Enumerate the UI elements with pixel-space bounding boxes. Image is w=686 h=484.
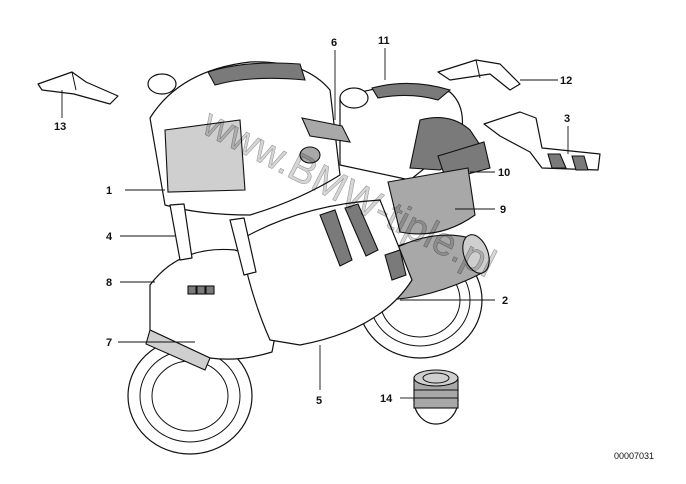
fairing-brackets (169, 203, 257, 276)
diagram-reference-code: 00007031 (614, 451, 654, 461)
handlebar-trim (301, 117, 351, 143)
fuel-tank-seat (339, 82, 481, 181)
callout-7: 7 (106, 337, 112, 349)
callout-4: 4 (106, 231, 113, 243)
callout-8: 8 (106, 277, 112, 289)
lower-fairing (239, 199, 413, 346)
part-12-cover (437, 59, 521, 91)
callout-2: 2 (502, 295, 508, 307)
callout-5: 5 (316, 395, 322, 407)
front-fairing (149, 61, 341, 216)
callout-13: 13 (54, 121, 66, 133)
callout-labels: 1 2 3 4 5 6 7 8 9 10 11 12 13 14 (54, 35, 572, 407)
part-13-cover (37, 71, 119, 105)
callout-9: 9 (500, 204, 506, 216)
part-3-trim (483, 111, 601, 171)
callout-10: 10 (498, 167, 510, 179)
callout-14: 14 (380, 393, 393, 405)
side-fairing-panel (387, 167, 476, 235)
part-14-roll (413, 369, 459, 425)
callout-12: 12 (560, 75, 572, 87)
mirrors (147, 73, 369, 109)
callout-1: 1 (106, 185, 112, 197)
leader-lines (61, 48, 569, 399)
callout-11: 11 (378, 35, 390, 47)
callout-3: 3 (564, 113, 570, 125)
callout-6: 6 (331, 37, 337, 49)
